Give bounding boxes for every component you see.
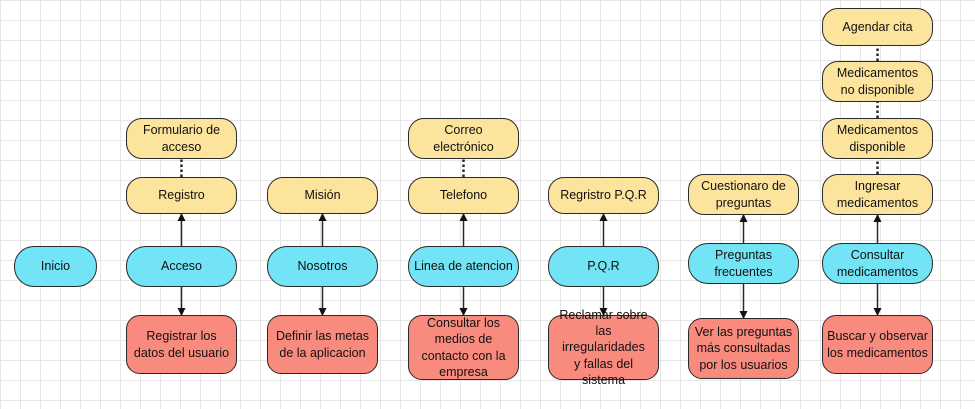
node-reclamar: Reclamar sobre las irregularidades y fal… [548, 308, 659, 387]
node-med-no-disp: Medicamentos no disponible [822, 61, 933, 102]
node-consultar-medios: Consultar los medios de contacto con la … [408, 315, 519, 380]
node-preguntas: Preguntas frecuentes [688, 243, 799, 284]
node-formulario: Formulario de acceso [126, 118, 237, 159]
node-linea: Linea de atencion [408, 246, 519, 287]
node-definir-metas: Definir las metas de la aplicacion [267, 315, 378, 374]
node-acceso: Acceso [126, 246, 237, 287]
node-correo: Correo electrónico [408, 118, 519, 159]
node-inicio: Inicio [14, 246, 97, 287]
node-registrar-datos: Registrar los datos del usuario [126, 315, 237, 374]
node-buscar: Buscar y observar los medicamentos [822, 315, 933, 374]
node-telefono: Telefono [408, 177, 519, 214]
node-pqr: P.Q.R [548, 246, 659, 287]
node-nosotros: Nosotros [267, 246, 378, 287]
node-ingresar: Ingresar medicamentos [822, 174, 933, 215]
node-med-disp: Medicamentos disponible [822, 118, 933, 159]
node-consultar-med: Consultar medicamentos [822, 243, 933, 284]
node-agendar: Agendar cita [822, 8, 933, 46]
node-registro: Registro [126, 177, 237, 214]
node-cuestionario: Cuestionaro de preguntas [688, 174, 799, 215]
node-registro-pqr: Regristro P.Q.R [548, 177, 659, 214]
node-ver-preguntas: Ver las preguntas más consultadas por lo… [688, 318, 799, 379]
node-mision: Misión [267, 177, 378, 214]
